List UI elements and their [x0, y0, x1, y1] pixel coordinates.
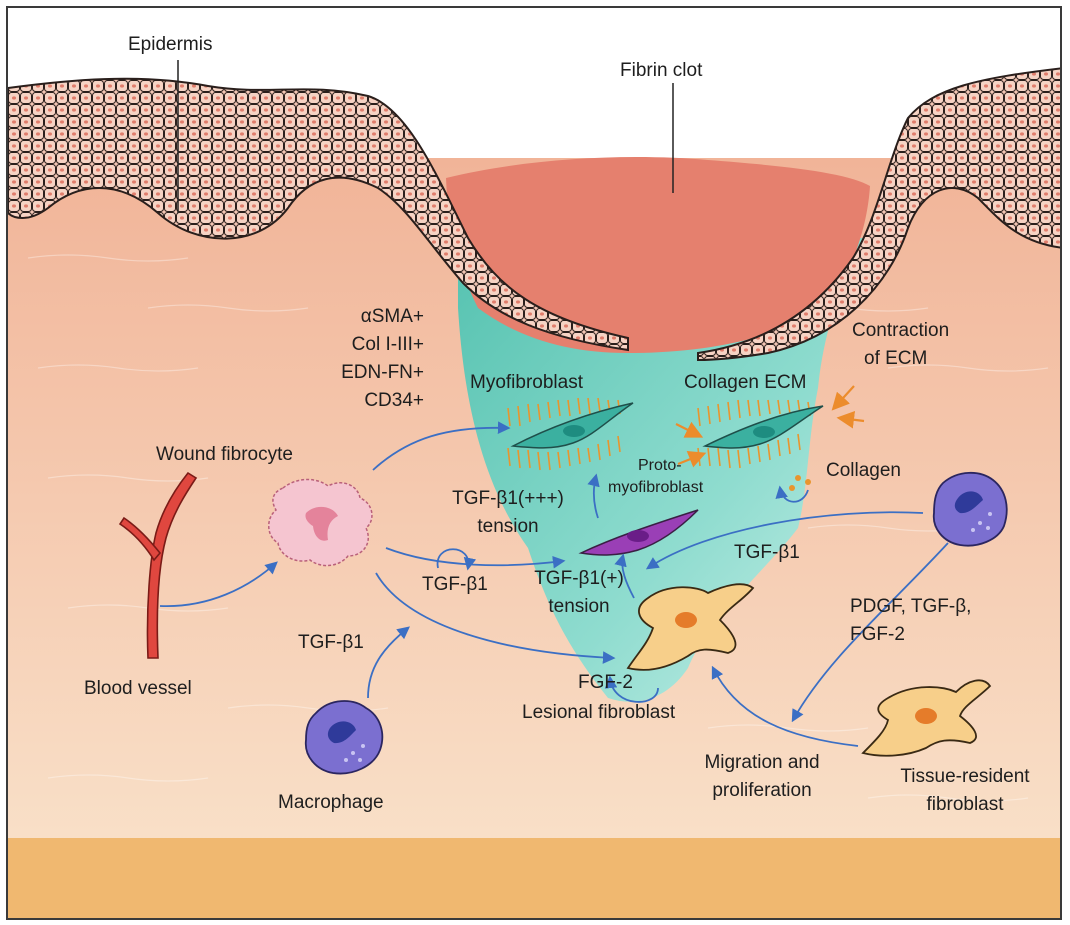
- label-contraction-2: of ECM: [864, 348, 927, 371]
- label-proto-1: Proto-: [638, 456, 678, 475]
- label-tgf-high: TGF-β1(+++): [448, 488, 568, 511]
- label-marker-edn: EDN-FN+: [304, 362, 424, 385]
- label-tgf-right: TGF-β1: [734, 542, 800, 565]
- figure-frame: Epidermis Fibrin clot αSMA+ Col I-III+ E…: [6, 6, 1062, 920]
- label-marker-cd34: CD34+: [304, 390, 424, 413]
- label-marker-asma: αSMA+: [304, 306, 424, 329]
- label-fibrin-clot: Fibrin clot: [620, 60, 702, 83]
- macrophage-cell-right: [934, 473, 1007, 546]
- label-pdgf-2: FGF-2: [850, 624, 905, 647]
- label-resident-2: fibroblast: [880, 794, 1050, 817]
- label-migration-1: Migration and: [672, 752, 852, 775]
- label-tgf-low-tension: tension: [524, 596, 634, 619]
- label-macrophage: Macrophage: [278, 792, 384, 815]
- macrophage-cell-bottom: [306, 701, 383, 773]
- label-lesional-fibroblast: Lesional fibroblast: [522, 702, 675, 725]
- label-migration-2: proliferation: [672, 780, 852, 803]
- label-wound-fibrocyte: Wound fibrocyte: [156, 444, 293, 467]
- label-pdgf-1: PDGF, TGF-β,: [850, 596, 971, 619]
- label-tgf-mid: TGF-β1: [422, 574, 488, 597]
- label-collagen-ecm: Collagen ECM: [684, 372, 807, 395]
- label-marker-col: Col I-III+: [304, 334, 424, 357]
- label-blood-vessel: Blood vessel: [84, 678, 192, 701]
- label-myofibroblast: Myofibroblast: [470, 372, 583, 395]
- label-tgf-macrophage: TGF-β1: [298, 632, 364, 655]
- label-fgf2: FGF-2: [578, 672, 633, 695]
- label-proto-2: myofibroblast: [608, 478, 703, 497]
- label-tgf-low: TGF-β1(+): [524, 568, 634, 591]
- label-contraction-1: Contraction: [852, 320, 949, 343]
- label-collagen: Collagen: [826, 460, 901, 483]
- label-resident-1: Tissue-resident: [880, 766, 1050, 789]
- label-epidermis: Epidermis: [128, 34, 212, 57]
- subcutaneous-band: [8, 838, 1062, 920]
- wound-fibrocyte-cell: [269, 480, 372, 566]
- label-tgf-high-tension: tension: [448, 516, 568, 539]
